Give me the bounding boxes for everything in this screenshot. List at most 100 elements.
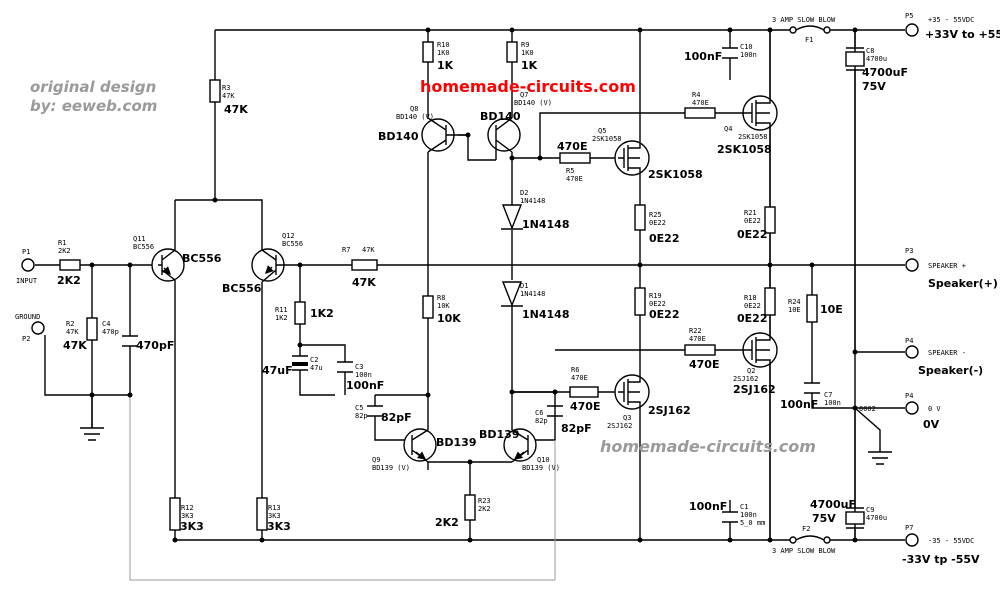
- svg-text:-33V tp -55V: -33V tp -55V: [902, 553, 980, 566]
- svg-text:R8: R8: [437, 294, 445, 302]
- svg-text:47K: 47K: [362, 246, 375, 254]
- svg-text:47uF: 47uF: [262, 364, 293, 377]
- svg-text:P4: P4: [905, 392, 913, 400]
- svg-text:BC556: BC556: [282, 240, 303, 248]
- svg-text:SPEAKER +: SPEAKER +: [928, 262, 966, 270]
- capacitor-c1: [722, 511, 738, 523]
- svg-text:82p: 82p: [535, 417, 548, 425]
- svg-text:BD139: BD139: [479, 428, 519, 441]
- svg-text:F2: F2: [802, 525, 810, 533]
- svg-text:100nF: 100nF: [689, 500, 727, 513]
- svg-text:4700u: 4700u: [866, 514, 887, 522]
- mosfet-q2: [738, 332, 778, 368]
- resistor-r6: [569, 386, 599, 398]
- capacitor-c8: [845, 47, 865, 71]
- port-p2[interactable]: [31, 321, 45, 335]
- svg-text:P7: P7: [905, 524, 913, 532]
- svg-text:1N4148: 1N4148: [522, 308, 569, 321]
- svg-text:0E22: 0E22: [649, 219, 666, 227]
- svg-text:Q4: Q4: [724, 125, 732, 133]
- resistor-r19: [634, 287, 646, 316]
- svg-text:470E: 470E: [566, 175, 583, 183]
- svg-text:C2: C2: [310, 356, 318, 364]
- resistor-r24: [806, 294, 818, 323]
- watermark-top: homemade-circuits.com: [420, 77, 636, 96]
- resistor-r3: [209, 79, 221, 103]
- svg-text:R9: R9: [521, 41, 529, 49]
- svg-text:R18: R18: [744, 294, 757, 302]
- svg-text:3 AMP SLOW BLOW: 3 AMP SLOW BLOW: [772, 16, 836, 24]
- svg-text:3 AMP SLOW BLOW: 3 AMP SLOW BLOW: [772, 547, 836, 555]
- svg-text:Q2: Q2: [747, 367, 755, 375]
- svg-text:2SK1058: 2SK1058: [717, 143, 772, 156]
- svg-text:470p: 470p: [102, 328, 119, 336]
- svg-text:C7: C7: [824, 391, 832, 399]
- svg-text:2K2: 2K2: [435, 516, 459, 529]
- svg-text:100n: 100n: [740, 51, 757, 59]
- svg-text:100n: 100n: [740, 511, 757, 519]
- svg-text:R2: R2: [66, 320, 74, 328]
- resistor-r21: [764, 206, 776, 234]
- capacitor-c4: [122, 335, 138, 347]
- resistor-r1: [59, 259, 81, 271]
- ports: [21, 23, 919, 547]
- svg-text:INPUT: INPUT: [16, 277, 38, 285]
- port-p1[interactable]: [21, 258, 35, 272]
- svg-text:4700u: 4700u: [866, 55, 887, 63]
- svg-text:10E: 10E: [820, 303, 843, 316]
- svg-text:0E22: 0E22: [744, 217, 761, 225]
- svg-text:R12: R12: [181, 504, 194, 512]
- labels: original design by: eeweb.com homemade-c…: [15, 12, 1000, 566]
- port-p4[interactable]: [905, 345, 919, 359]
- svg-text:Q8: Q8: [410, 105, 418, 113]
- svg-text:1N4148: 1N4148: [522, 218, 569, 231]
- svg-text:C4: C4: [102, 320, 110, 328]
- svg-text:5_0 mm: 5_0 mm: [740, 519, 765, 527]
- diode-d1: [501, 281, 523, 307]
- svg-text:2SK1058: 2SK1058: [648, 168, 703, 181]
- svg-text:BC556: BC556: [182, 252, 222, 265]
- svg-text:1K2: 1K2: [275, 314, 288, 322]
- port-p3[interactable]: [905, 258, 919, 272]
- svg-text:100nF: 100nF: [780, 398, 818, 411]
- svg-text:BD139 (V): BD139 (V): [522, 464, 560, 472]
- svg-text:+35 - 55VDC: +35 - 55VDC: [928, 16, 974, 24]
- transistor-q12: [251, 248, 300, 283]
- svg-text:R13: R13: [268, 504, 281, 512]
- svg-text:470E: 470E: [571, 374, 588, 382]
- transistor-q10: [503, 428, 537, 463]
- transistor-q8: [421, 117, 458, 153]
- svg-text:Speaker(+): Speaker(+): [928, 277, 998, 290]
- svg-text:470E: 470E: [557, 140, 587, 153]
- svg-text:3K3: 3K3: [181, 512, 194, 520]
- svg-text:C1: C1: [740, 503, 748, 511]
- port-p7[interactable]: [905, 533, 919, 547]
- svg-text:Q12: Q12: [282, 232, 295, 240]
- svg-text:R25: R25: [649, 211, 662, 219]
- resistor-r22: [684, 344, 716, 356]
- port-p4b[interactable]: [905, 401, 919, 415]
- svg-text:1K2: 1K2: [310, 307, 334, 320]
- svg-text:Q7: Q7: [520, 91, 528, 99]
- svg-text:10E: 10E: [788, 306, 801, 314]
- svg-text:R19: R19: [649, 292, 662, 300]
- capacitors: [122, 47, 865, 529]
- diodes: [501, 204, 523, 307]
- svg-text:2SJ162: 2SJ162: [648, 404, 691, 417]
- transistor-q9: [403, 428, 437, 463]
- capacitor-c5: [367, 405, 383, 417]
- svg-text:R5: R5: [566, 167, 574, 175]
- svg-text:10K: 10K: [437, 312, 461, 325]
- svg-text:47u: 47u: [310, 364, 323, 372]
- svg-text:0E22: 0E22: [737, 228, 767, 241]
- capacitor-c3: [337, 361, 353, 373]
- svg-text:3K3: 3K3: [180, 520, 204, 533]
- port-p5[interactable]: [905, 23, 919, 37]
- svg-text:1K0: 1K0: [521, 49, 534, 57]
- svg-text:2SK1058: 2SK1058: [592, 135, 622, 143]
- transistor-q7: [487, 117, 521, 160]
- svg-text:BC556: BC556: [133, 243, 154, 251]
- svg-text:470E: 470E: [570, 400, 600, 413]
- svg-text:R6: R6: [571, 366, 579, 374]
- capacitor-c7: [804, 382, 820, 394]
